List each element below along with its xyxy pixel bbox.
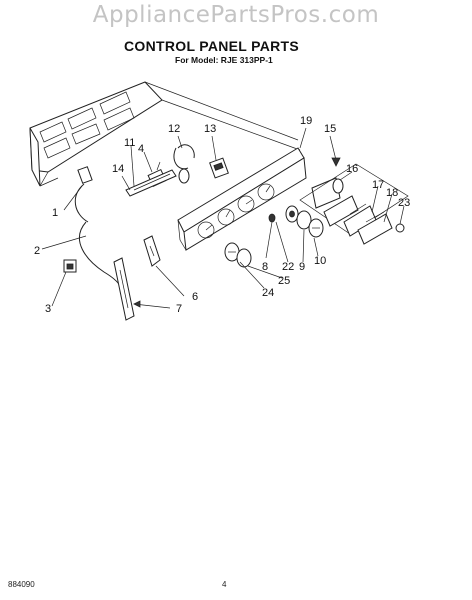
callout-16: 16 <box>346 163 358 175</box>
model-subtitle: For Model: RJE 313PP-1 <box>175 55 273 65</box>
callout-9: 9 <box>299 261 305 273</box>
part-3-terminal-block <box>63 259 77 273</box>
callout-24: 24 <box>262 287 274 299</box>
power-cord <box>74 166 121 287</box>
callout-8: 8 <box>262 261 268 273</box>
callout-25: 25 <box>278 275 290 287</box>
callout-13: 13 <box>204 123 216 135</box>
callout-12: 12 <box>168 123 180 135</box>
callout-23: 23 <box>398 197 410 209</box>
part-13-switch <box>209 157 229 179</box>
callout-18: 18 <box>386 187 398 199</box>
part-14-rail <box>125 169 177 197</box>
callout-14: 14 <box>112 163 124 175</box>
back-panel <box>29 81 301 187</box>
callout-3: 3 <box>45 303 51 315</box>
callout-22: 22 <box>282 261 294 273</box>
callout-17: 17 <box>372 179 384 191</box>
callout-4: 4 <box>138 143 144 155</box>
diagram-code: 884090 <box>8 580 35 589</box>
callout-10: 10 <box>314 255 326 267</box>
part-22-washer <box>268 213 276 223</box>
callout-numbers: 1 2 3 4 6 7 8 9 10 11 12 13 14 15 16 17 … <box>34 115 410 315</box>
watermark: AppliancePartsPros.com <box>92 2 380 28</box>
callout-2: 2 <box>34 245 40 257</box>
callout-6: 6 <box>192 291 198 303</box>
callout-15: 15 <box>324 123 336 135</box>
knob-assembly <box>285 205 324 238</box>
part-11-connector <box>178 168 190 184</box>
part-16-timer <box>311 177 344 209</box>
callout-11: 11 <box>124 137 135 149</box>
part-15-trim-assembly <box>299 163 409 245</box>
part-7-bracket <box>113 257 135 321</box>
callout-1: 1 <box>52 207 58 219</box>
callout-leader-lines <box>41 127 405 309</box>
diagram-title: CONTROL PANEL PARTS <box>124 38 300 54</box>
page-number: 4 <box>222 580 227 589</box>
callout-7: 7 <box>176 303 182 315</box>
part-6-bracket <box>143 235 161 267</box>
callout-19: 19 <box>300 115 312 127</box>
control-panel-console <box>177 147 307 251</box>
part-12-wire <box>173 144 195 170</box>
parts-24-25-knobs <box>224 242 252 268</box>
